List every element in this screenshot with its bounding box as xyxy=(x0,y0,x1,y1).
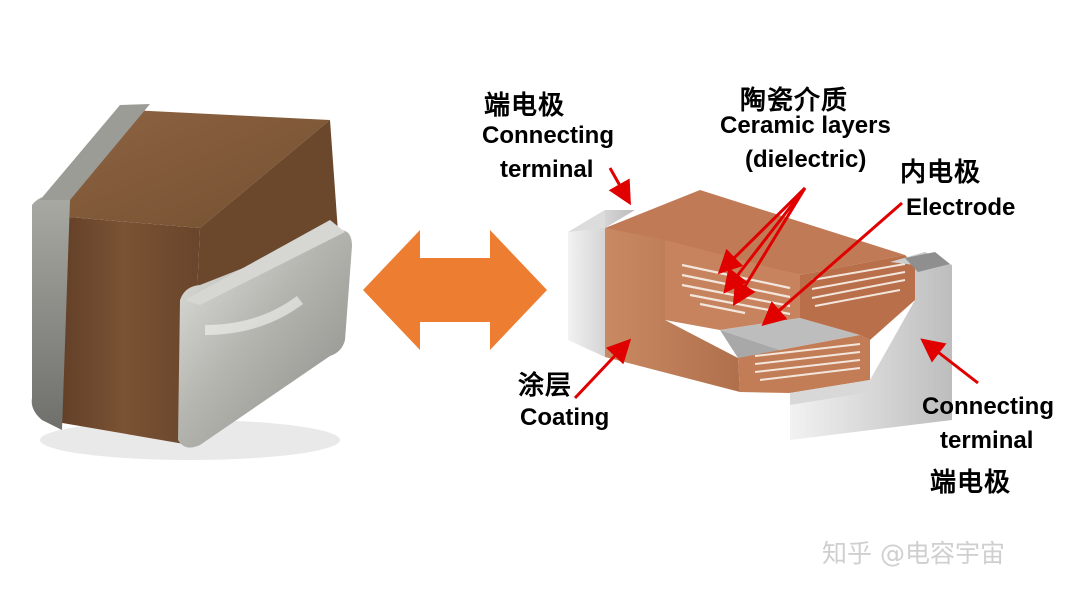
pointer-terminal-top xyxy=(608,167,631,206)
label-terminal-top-en-1: Connecting xyxy=(482,122,614,149)
label-terminal-right-en-2: terminal xyxy=(940,427,1034,454)
label-terminal-top-zh: 端电极 xyxy=(484,91,566,121)
label-electrode-zh: 内电极 xyxy=(900,158,982,188)
label-coating-en: Coating xyxy=(520,404,610,431)
pointer-ceramic-2 xyxy=(723,187,807,294)
label-ceramic-en-1: Ceramic layers xyxy=(720,112,891,139)
pointer-terminal-right xyxy=(920,338,979,385)
label-coating-zh: 涂层 xyxy=(518,371,573,401)
pointer-ceramic-1 xyxy=(717,186,807,275)
label-electrode-en: Electrode xyxy=(906,194,1016,221)
label-terminal-right-en-1: Connecting xyxy=(922,393,1054,420)
pointer-ceramic-3 xyxy=(732,187,807,307)
watermark: 知乎 @电容宇宙 xyxy=(822,539,1005,568)
double-arrow xyxy=(363,230,547,350)
pointer-coating xyxy=(573,338,632,400)
label-ceramic-zh: 陶瓷介质 xyxy=(740,86,849,116)
label-terminal-top-en-2: terminal xyxy=(500,156,594,183)
mlcc-cutaway-diagram xyxy=(568,190,952,440)
label-ceramic-en-2: (dielectric) xyxy=(745,146,867,173)
pointer-electrode xyxy=(761,201,903,326)
pointer-arrows xyxy=(573,167,979,400)
mlcc-chip-photo xyxy=(31,104,352,460)
label-terminal-right-zh: 端电极 xyxy=(930,468,1012,498)
